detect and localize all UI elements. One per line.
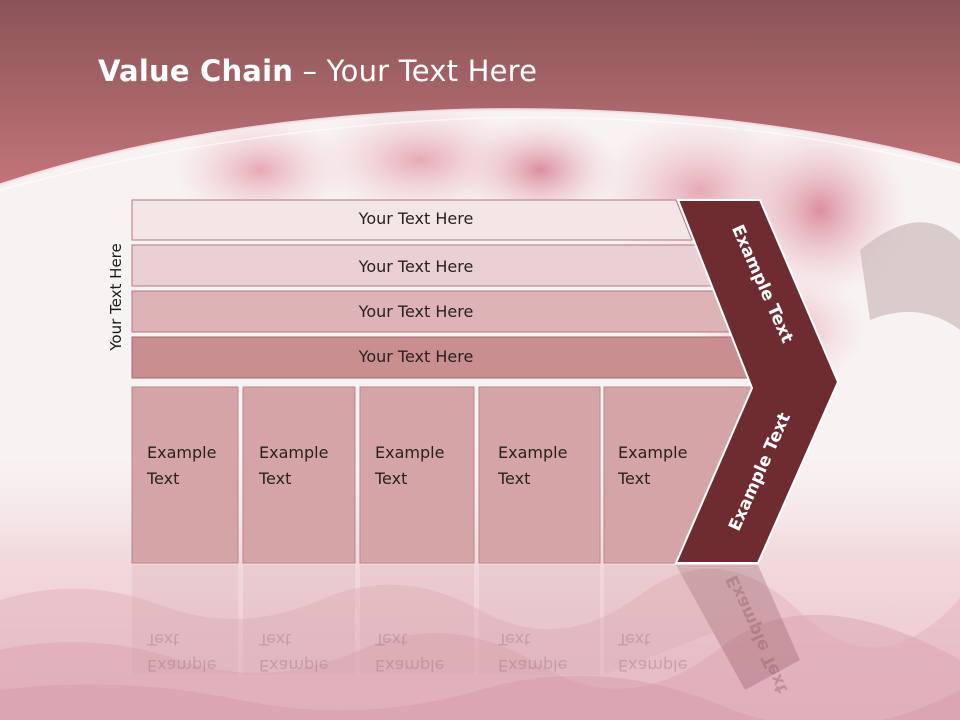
box-label-5-line2: Text — [618, 469, 651, 488]
reflection-label-3-line2: Text — [375, 630, 408, 649]
reflection-label-1-line1: Example — [147, 656, 217, 675]
reflection-label-2: Example Text — [259, 626, 328, 678]
row-label-1: Your Text Here — [358, 209, 474, 228]
reflection-label-2-line1: Example — [259, 656, 329, 675]
reflection-label-1: Example Text — [147, 626, 216, 678]
reflection-label-3-line1: Example — [375, 656, 445, 675]
row-label-2: Your Text Here — [358, 257, 474, 276]
reflection-label-4-line1: Example — [498, 656, 568, 675]
reflection-label-4-line2: Text — [498, 630, 531, 649]
side-label: Your Text Here — [107, 243, 125, 351]
box-label-5-line1: Example — [618, 443, 688, 462]
row-label-4: Your Text Here — [358, 347, 474, 366]
reflection-label-3: Example Text — [375, 626, 444, 678]
box-label-2-line2: Text — [259, 469, 292, 488]
box-shape-2[interactable] — [242, 386, 356, 564]
box-shape-1[interactable] — [131, 386, 239, 564]
row-label-3: Your Text Here — [358, 302, 474, 321]
reflection-label-5-line1: Example — [618, 656, 688, 675]
reflection-label-1-line2: Text — [147, 630, 180, 649]
row-shape-1[interactable] — [131, 199, 693, 241]
box-label-1-line2: Text — [147, 469, 180, 488]
reflection-label-2-line2: Text — [259, 630, 292, 649]
box-label-3-line1: Example — [375, 443, 445, 462]
chevron-arrow[interactable] — [674, 199, 840, 564]
box-shape-3[interactable] — [359, 386, 475, 564]
title-bold: Value Chain — [98, 54, 294, 88]
reflection-label-5-line2: Text — [618, 630, 651, 649]
box-shape-4[interactable] — [478, 386, 601, 564]
box-label-1-line1: Example — [147, 443, 217, 462]
title-rest: – Your Text Here — [293, 54, 538, 88]
box-label-3-line2: Text — [375, 469, 408, 488]
reflection-label-4: Example Text — [498, 626, 567, 678]
box-label-4-line2: Text — [498, 469, 531, 488]
slide-title: Value Chain – Your Text Here — [98, 54, 537, 88]
box-label-4-line1: Example — [498, 443, 568, 462]
box-label-2-line1: Example — [259, 443, 329, 462]
reflection-label-5: Example Text — [618, 626, 687, 678]
